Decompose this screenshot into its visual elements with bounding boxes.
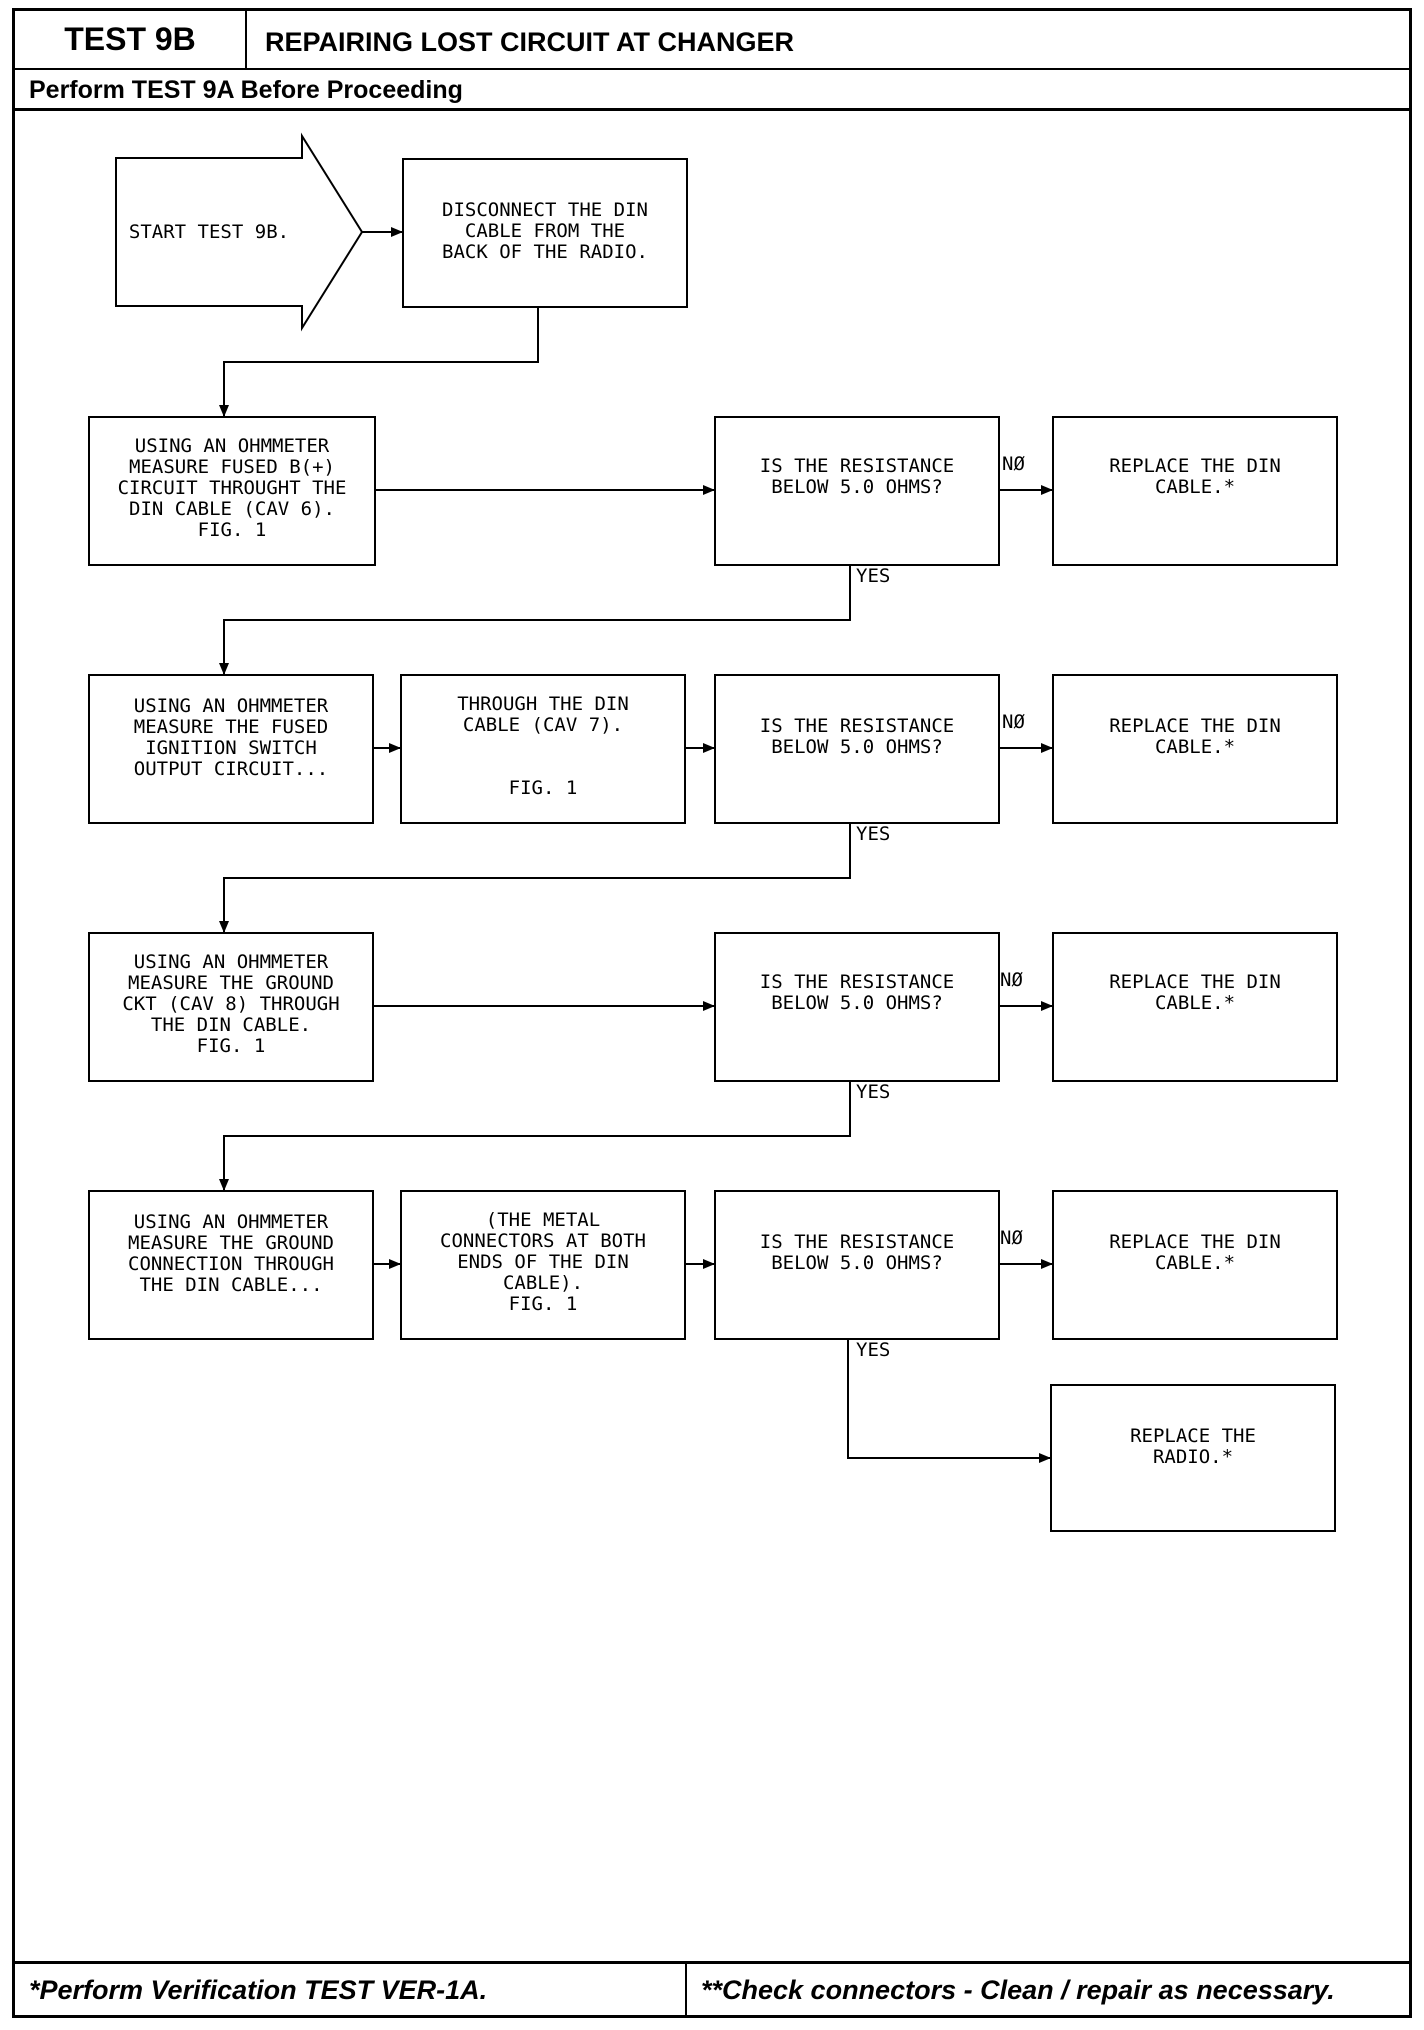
row4-step-cont-box: (THE METAL CONNECTORS AT BOTH ENDS OF TH… bbox=[400, 1190, 686, 1340]
row4-step-cont-line: FIG. 1 bbox=[508, 1293, 578, 1315]
row1-step-box: USING AN OHMMETER MEASURE FUSED B(+) CIR… bbox=[88, 416, 376, 566]
row2-question-line: BELOW 5.0 OHMS? bbox=[771, 736, 943, 758]
row1-step-line: MEASURE FUSED B(+) bbox=[129, 456, 335, 478]
connector-row1-yes bbox=[219, 566, 851, 675]
connector-row4-yes bbox=[847, 1340, 1051, 1463]
row2-step-box: USING AN OHMMETER MEASURE THE FUSED IGNI… bbox=[88, 674, 374, 824]
row4-step-line: USING AN OHMMETER bbox=[133, 1211, 329, 1233]
row3-replace-box: REPLACE THE DIN CABLE.* bbox=[1052, 932, 1338, 1082]
row2-step-line: OUTPUT CIRCUIT... bbox=[133, 758, 329, 780]
row2-yes-label: YES bbox=[856, 823, 891, 845]
row3-question-box: IS THE RESISTANCE BELOW 5.0 OHMS? bbox=[714, 932, 1000, 1082]
row4-replace-line: CABLE.* bbox=[1154, 1252, 1236, 1274]
row1-step-line: DIN CABLE (CAV 6). bbox=[129, 498, 335, 520]
test-page: TEST 9B REPAIRING LOST CIRCUIT AT CHANGE… bbox=[12, 8, 1412, 2018]
row4-step-line: MEASURE THE GROUND bbox=[128, 1232, 334, 1254]
footer-bar: *Perform Verification TEST VER-1A. **Che… bbox=[15, 1961, 1409, 2015]
row1-step-line: FIG. 1 bbox=[197, 519, 267, 541]
prerequisite-note: Perform TEST 9A Before Proceeding bbox=[29, 76, 463, 104]
row4-step-line: THE DIN CABLE... bbox=[139, 1274, 323, 1296]
row1-no-label: NØ bbox=[1002, 453, 1025, 475]
row2-no-label: NØ bbox=[1002, 711, 1025, 733]
row4-replace-box: REPLACE THE DIN CABLE.* bbox=[1052, 1190, 1338, 1340]
row4-question-line: BELOW 5.0 OHMS? bbox=[771, 1252, 943, 1274]
connector-row3-yes bbox=[219, 1082, 851, 1191]
row2-question-box: IS THE RESISTANCE BELOW 5.0 OHMS? bbox=[714, 674, 1000, 824]
disconnect-line: DISCONNECT THE DIN bbox=[442, 199, 648, 221]
row4-question-line: IS THE RESISTANCE bbox=[759, 1231, 955, 1253]
row2-step-cont-line: CABLE (CAV 7). bbox=[462, 714, 624, 736]
row4-replace-line: REPLACE THE DIN bbox=[1109, 1231, 1281, 1253]
row1-replace-line: CABLE.* bbox=[1154, 476, 1236, 498]
row2-step-fig: FIG. 1 bbox=[508, 777, 578, 799]
footer-verification-note: *Perform Verification TEST VER-1A. bbox=[15, 1964, 687, 2015]
row3-no-label: NØ bbox=[1000, 969, 1023, 991]
row3-step-line: MEASURE THE GROUND bbox=[128, 972, 334, 994]
row2-step-cont-box: THROUGH THE DIN CABLE (CAV 7). FIG. 1 bbox=[400, 674, 686, 824]
row4-step-box: USING AN OHMMETER MEASURE THE GROUND CON… bbox=[88, 1190, 374, 1340]
row2-replace-box: REPLACE THE DIN CABLE.* bbox=[1052, 674, 1338, 824]
test-title: REPAIRING LOST CIRCUIT AT CHANGER bbox=[265, 27, 794, 57]
disconnect-line: CABLE FROM THE bbox=[464, 220, 626, 242]
row3-step-line: FIG. 1 bbox=[196, 1035, 266, 1057]
replace-radio-line: REPLACE THE bbox=[1130, 1425, 1256, 1447]
row2-step-line: IGNITION SWITCH bbox=[145, 737, 317, 759]
row3-question-line: IS THE RESISTANCE bbox=[759, 971, 955, 993]
row3-question-line: BELOW 5.0 OHMS? bbox=[771, 992, 943, 1014]
replace-radio-box: REPLACE THE RADIO.* bbox=[1050, 1384, 1336, 1532]
row1-replace-box: REPLACE THE DIN CABLE.* bbox=[1052, 416, 1338, 566]
row4-yes-label: YES bbox=[856, 1339, 891, 1361]
start-text: START TEST 9B. bbox=[128, 221, 290, 243]
row4-step-cont-line: (THE METAL bbox=[485, 1209, 601, 1231]
disconnect-line: BACK OF THE RADIO. bbox=[442, 241, 648, 263]
row2-step-cont-line: THROUGH THE DIN bbox=[457, 693, 629, 715]
prerequisite-bar: Perform TEST 9A Before Proceeding bbox=[15, 68, 1409, 111]
row3-step-box: USING AN OHMMETER MEASURE THE GROUND CKT… bbox=[88, 932, 374, 1082]
row1-question-box: IS THE RESISTANCE BELOW 5.0 OHMS? bbox=[714, 416, 1000, 566]
row2-replace-line: CABLE.* bbox=[1154, 736, 1236, 758]
connector-disconnect-to-row1 bbox=[219, 308, 539, 417]
footer-connector-note: **Check connectors - Clean / repair as n… bbox=[701, 1975, 1335, 2005]
row2-step-line: USING AN OHMMETER bbox=[133, 695, 329, 717]
start-shape bbox=[115, 132, 364, 332]
row1-question-line: BELOW 5.0 OHMS? bbox=[771, 476, 943, 498]
row4-step-cont-line: CONNECTORS AT BOTH bbox=[440, 1230, 646, 1252]
header-bar: TEST 9B REPAIRING LOST CIRCUIT AT CHANGE… bbox=[15, 11, 1409, 70]
disconnect-box: DISCONNECT THE DIN CABLE FROM THE BACK O… bbox=[402, 158, 688, 308]
row3-yes-label: YES bbox=[856, 1081, 891, 1103]
row4-step-line: CONNECTION THROUGH bbox=[128, 1253, 334, 1275]
replace-radio-line: RADIO.* bbox=[1152, 1446, 1234, 1468]
row4-step-cont-line: CABLE). bbox=[502, 1272, 584, 1294]
row4-question-box: IS THE RESISTANCE BELOW 5.0 OHMS? bbox=[714, 1190, 1000, 1340]
row1-step-line: USING AN OHMMETER bbox=[134, 435, 330, 457]
row3-step-line: THE DIN CABLE. bbox=[150, 1014, 312, 1036]
row2-step-line: MEASURE THE FUSED bbox=[133, 716, 329, 738]
row1-question-line: IS THE RESISTANCE bbox=[759, 455, 955, 477]
test-id: TEST 9B bbox=[15, 11, 247, 68]
row3-step-line: USING AN OHMMETER bbox=[133, 951, 329, 973]
row4-step-cont-line: ENDS OF THE DIN bbox=[457, 1251, 629, 1273]
row1-yes-label: YES bbox=[856, 565, 891, 587]
connector-row2-yes bbox=[219, 824, 851, 933]
row1-step-line: CIRCUIT THROUGHT THE bbox=[117, 477, 347, 499]
row2-question-line: IS THE RESISTANCE bbox=[759, 715, 955, 737]
row3-step-line: CKT (CAV 8) THROUGH bbox=[122, 993, 340, 1015]
row3-replace-line: REPLACE THE DIN bbox=[1109, 971, 1281, 993]
row3-replace-line: CABLE.* bbox=[1154, 992, 1236, 1014]
row4-no-label: NØ bbox=[1000, 1227, 1023, 1249]
row2-replace-line: REPLACE THE DIN bbox=[1109, 715, 1281, 737]
row1-replace-line: REPLACE THE DIN bbox=[1109, 455, 1281, 477]
